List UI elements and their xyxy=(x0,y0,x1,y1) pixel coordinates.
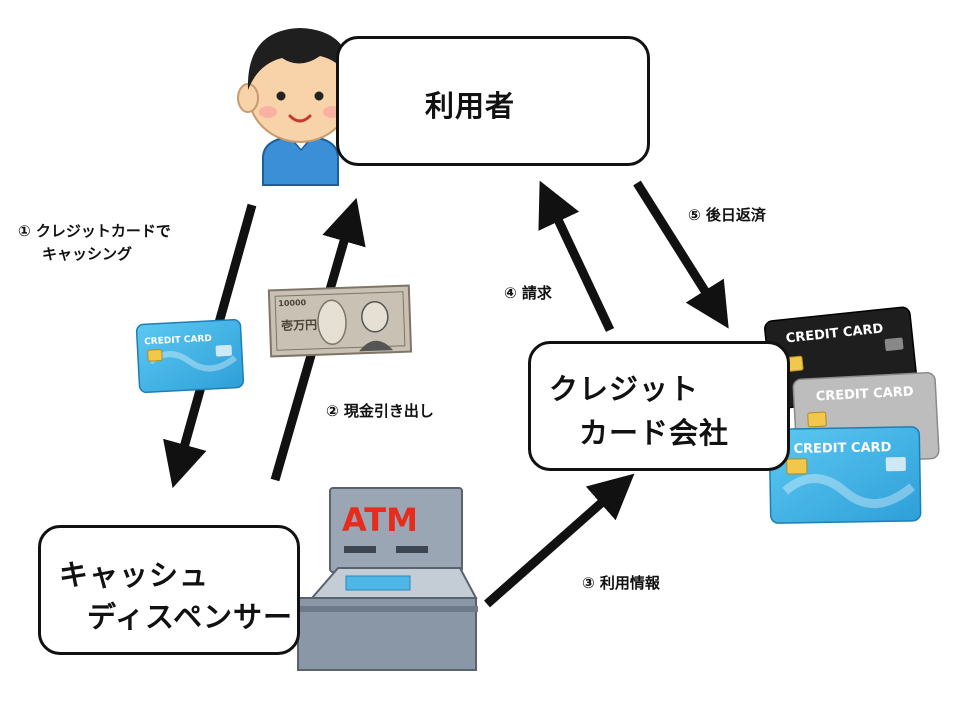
cash-dispenser-label-line1: キャッシュ xyxy=(59,558,210,592)
atm-label-text: ATM xyxy=(342,501,418,539)
credit-cards-stack-illustration: CREDIT CARD CREDIT CARD CREDIT CARD xyxy=(764,306,940,524)
step1-label: ① クレジットカードで キャッシング xyxy=(18,220,171,267)
step3-label: ③ 利用情報 xyxy=(582,574,660,592)
banknote-text: 壱万円 xyxy=(281,317,318,333)
arrow-step4-bill-to-user xyxy=(538,180,615,332)
card-company-label-line1: クレジット xyxy=(549,372,700,406)
credit-card-illustration: CREDIT CARD xyxy=(135,318,245,394)
step1-label-line2: キャッシング xyxy=(42,245,133,264)
card-label-text: CREDIT CARD xyxy=(144,334,212,348)
step5-label: ⑤ 後日返済 xyxy=(688,206,766,224)
atm-illustration: ATM xyxy=(296,487,478,671)
user-node: 利用者 xyxy=(336,36,650,166)
card-label-text: CREDIT CARD xyxy=(815,384,914,404)
banknote-illustration: 10000 壱万円 xyxy=(267,284,413,358)
cash-dispenser-label-line2: ディスペンサー xyxy=(87,600,293,634)
step2-label: ② 現金引き出し xyxy=(326,402,434,420)
banknote-value-text: 10000 xyxy=(278,298,307,308)
step4-label: ④ 請求 xyxy=(504,284,552,302)
cash-dispenser-node: キャッシュ ディスペンサー xyxy=(38,525,300,655)
step1-label-line1: ① クレジットカードで xyxy=(18,222,171,240)
arrow-step5-repay-to-company xyxy=(633,180,729,329)
arrow-step3-info-to-company xyxy=(484,473,635,608)
card-company-label-line2: カード会社 xyxy=(579,416,730,450)
person-illustration xyxy=(237,28,363,186)
card-company-node: クレジット カード会社 xyxy=(528,341,790,471)
blue-card: CREDIT CARD xyxy=(768,426,922,524)
user-label: 利用者 xyxy=(425,89,516,123)
card-label-text: CREDIT CARD xyxy=(793,440,891,457)
